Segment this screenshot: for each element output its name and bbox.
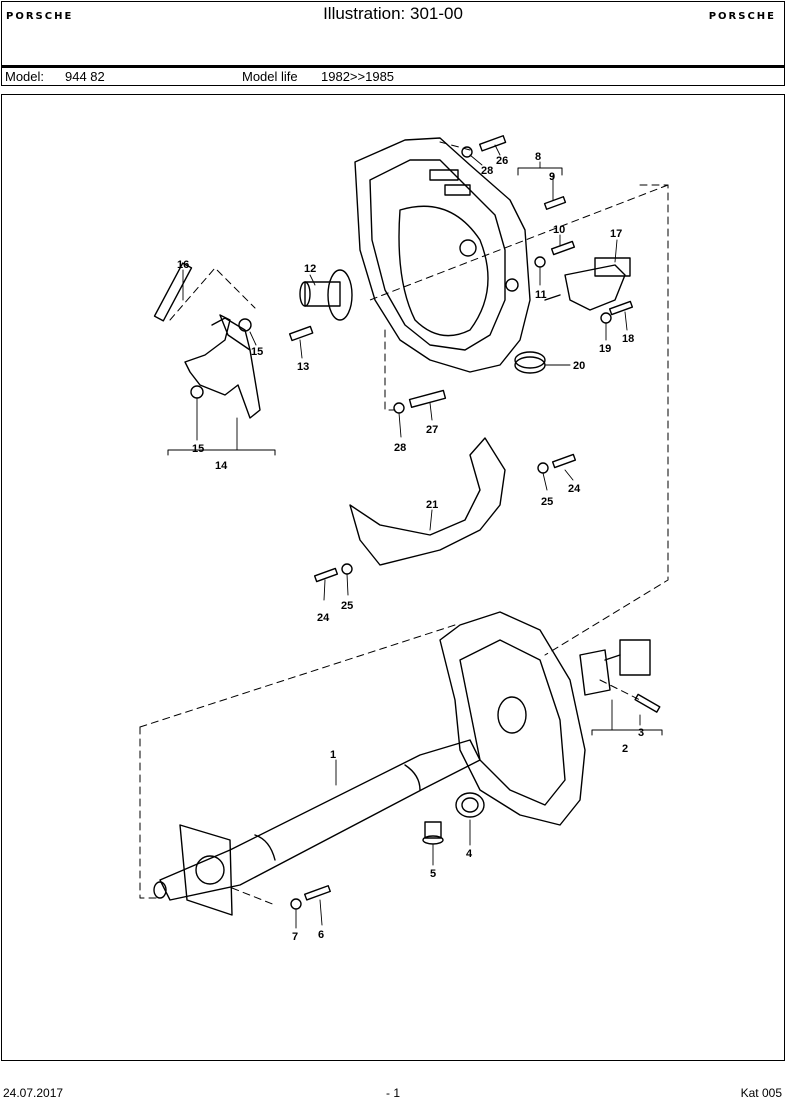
cover-plate bbox=[349, 437, 506, 566]
bracket bbox=[579, 639, 651, 696]
seal bbox=[514, 351, 546, 374]
callout-27: 27 bbox=[426, 424, 438, 436]
porsche-logo-right: PORSCHE bbox=[708, 11, 776, 22]
header: PORSCHE Illustration: 301-00 PORSCHE bbox=[1, 1, 785, 66]
plug bbox=[422, 821, 444, 845]
page-title: Illustration: 301-00 bbox=[323, 4, 463, 23]
leader-lines bbox=[182, 144, 641, 929]
callout-26: 26 bbox=[496, 155, 508, 167]
callout-14: 14 bbox=[215, 460, 228, 472]
footer-date: 24.07.2017 bbox=[3, 1086, 64, 1100]
flange-housing bbox=[439, 611, 586, 826]
illustration-frame bbox=[1, 94, 785, 1061]
group-brackets bbox=[167, 167, 663, 736]
callout-13: 13 bbox=[297, 361, 309, 373]
callout-15-upper: 15 bbox=[251, 346, 263, 358]
callout-17: 17 bbox=[610, 228, 622, 240]
callout-24-right: 24 bbox=[568, 483, 581, 495]
callout-8: 8 bbox=[535, 151, 541, 163]
callout-3: 3 bbox=[638, 727, 644, 739]
callout-7: 7 bbox=[292, 931, 298, 943]
pin bbox=[153, 262, 193, 322]
callout-10: 10 bbox=[553, 224, 565, 236]
release-fork bbox=[184, 314, 261, 419]
callout-18: 18 bbox=[622, 333, 634, 345]
callout-20: 20 bbox=[573, 360, 585, 372]
model-life-label: Model life bbox=[242, 69, 298, 84]
callout-5: 5 bbox=[430, 868, 436, 880]
callout-4: 4 bbox=[466, 848, 473, 860]
callout-19: 19 bbox=[599, 343, 611, 355]
slave-cylinder bbox=[544, 257, 631, 311]
model-life-value: 1982>>1985 bbox=[321, 69, 395, 84]
callout-24-left: 24 bbox=[317, 612, 330, 624]
callout-12: 12 bbox=[304, 263, 316, 275]
bolts-and-washers bbox=[288, 135, 661, 910]
clutch-housing bbox=[354, 137, 531, 373]
callout-25-right: 25 bbox=[541, 496, 553, 508]
model-label: Model: bbox=[5, 69, 45, 84]
footer-catalog: Kat 005 bbox=[740, 1086, 782, 1100]
callout-21: 21 bbox=[426, 499, 438, 511]
porsche-logo-left: PORSCHE bbox=[6, 11, 74, 22]
callout-25-left: 25 bbox=[341, 600, 353, 612]
footer-page: - 1 bbox=[386, 1086, 401, 1100]
callout-6: 6 bbox=[318, 929, 324, 941]
model-value: 944 82 bbox=[65, 69, 105, 84]
callout-16: 16 bbox=[177, 259, 189, 271]
callout-28-upper: 28 bbox=[481, 165, 493, 177]
guide-tube bbox=[299, 269, 353, 321]
model-bar: Model: 944 82 Model life 1982>>1985 bbox=[1, 66, 785, 86]
alignment-lines bbox=[139, 141, 669, 906]
callout-15-lower: 15 bbox=[192, 443, 204, 455]
callout-11: 11 bbox=[535, 289, 547, 301]
callout-9: 9 bbox=[549, 171, 555, 183]
transaxle-tube bbox=[153, 739, 481, 916]
callout-1: 1 bbox=[330, 749, 336, 761]
callout-2: 2 bbox=[622, 743, 628, 755]
bearing bbox=[455, 792, 485, 818]
callout-28-lower: 28 bbox=[394, 442, 406, 454]
callout-numbers: 1 2 3 4 5 6 7 8 9 10 11 12 13 14 15 15 1… bbox=[177, 151, 644, 943]
